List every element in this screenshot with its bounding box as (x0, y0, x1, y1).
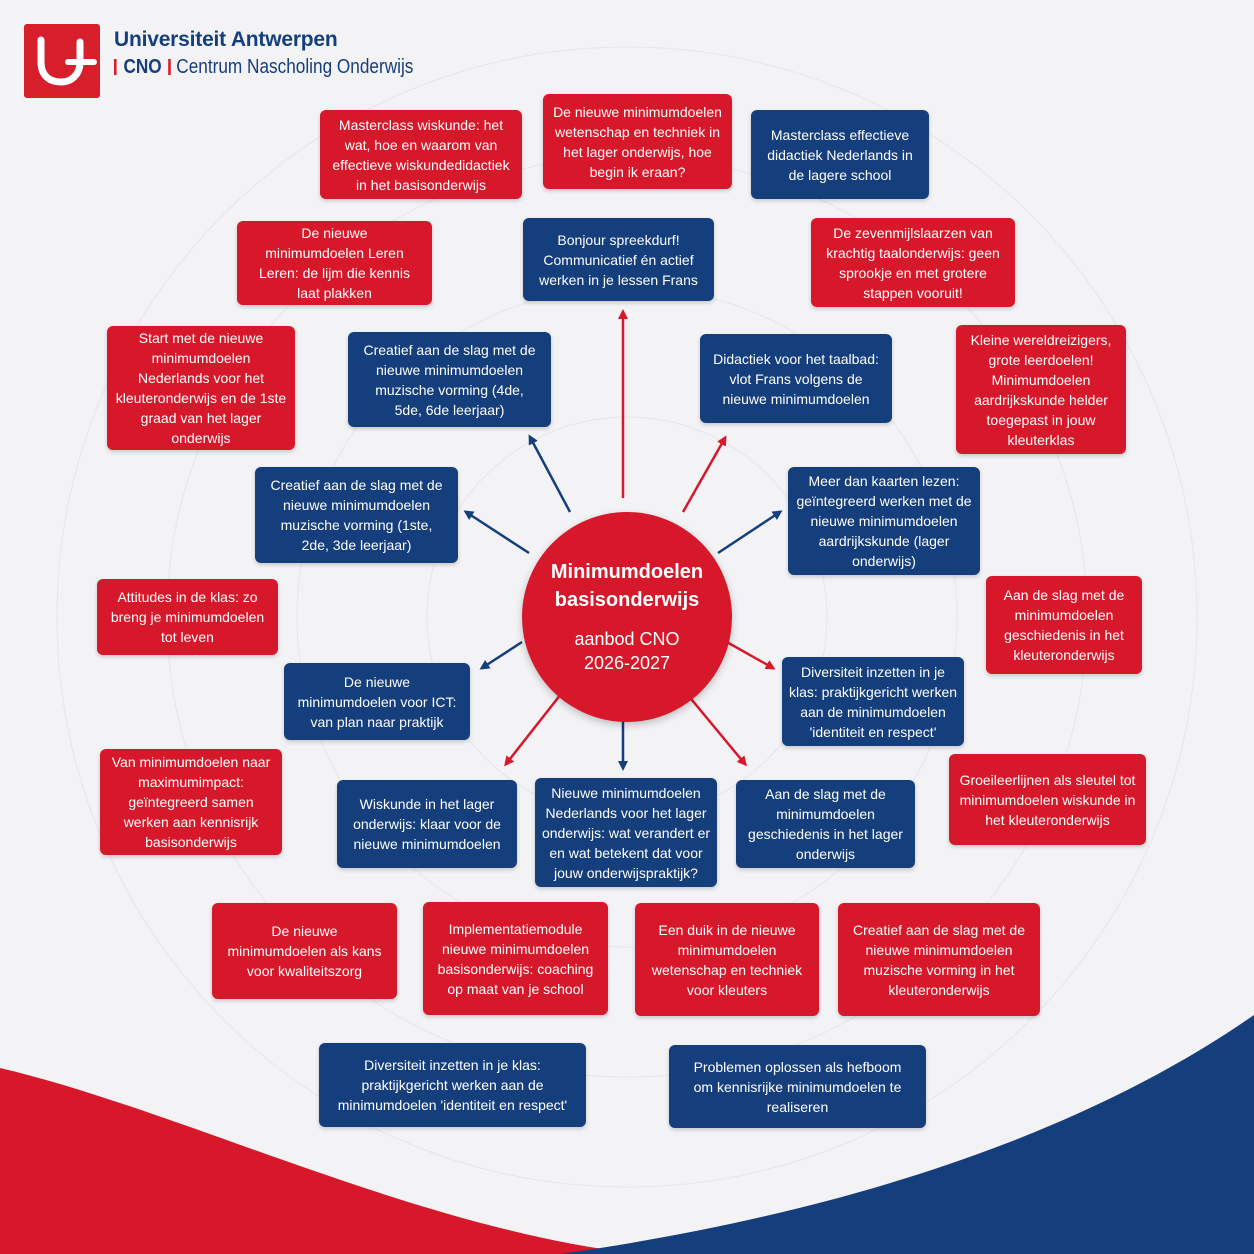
course-box-implementatiemodule[interactable]: Implementatiemodule nieuwe minimumdoelen… (423, 902, 608, 1015)
course-box-geschiedenis-lager[interactable]: Aan de slag met de minimumdoelen geschie… (736, 780, 915, 868)
course-box-problemen-oplossen[interactable]: Problemen oplossen als hefboom om kennis… (669, 1045, 926, 1128)
course-box-nederlands-lager[interactable]: Nieuwe minimumdoelen Nederlands voor het… (535, 778, 717, 887)
blue-wave (560, 1015, 1254, 1254)
course-box-muzische-456[interactable]: Creatief aan de slag met de nieuwe minim… (348, 332, 551, 427)
course-box-wetenschap-techniek-lager[interactable]: De nieuwe minimumdoelen wetenschap en te… (543, 94, 732, 189)
arrow-down-right (686, 693, 747, 767)
department-abbreviation: CNO (123, 56, 162, 78)
course-box-masterclass-nederlands[interactable]: Masterclass effectieve didactiek Nederla… (751, 110, 929, 199)
arrow-up-right (681, 435, 727, 513)
accent-bar (114, 59, 117, 75)
course-box-kwaliteitszorg[interactable]: De nieuwe minimumdoelen als kans voor kw… (212, 903, 397, 999)
course-box-muzische-kleuter[interactable]: Creatief aan de slag met de nieuwe minim… (838, 903, 1040, 1016)
red-wave (0, 1068, 640, 1254)
arrow-left-lower (479, 640, 523, 670)
arrow-left-upper (463, 510, 530, 555)
department-line: CNO Centrum Nascholing Onderwijs (114, 56, 413, 79)
course-box-ict[interactable]: De nieuwe minimumdoelen voor ICT: van pl… (284, 663, 470, 740)
university-name: Universiteit Antwerpen (114, 28, 338, 51)
course-box-masterclass-wiskunde[interactable]: Masterclass wiskunde: het wat, hoe en wa… (320, 110, 522, 199)
course-box-wiskunde-lager[interactable]: Wiskunde in het lager onderwijs: klaar v… (337, 780, 517, 868)
center-topic: Minimumdoelen basisonderwijs aanbod CNO … (522, 512, 732, 722)
course-box-kaarten-lezen[interactable]: Meer dan kaarten lezen: geïntegreerd wer… (788, 467, 980, 575)
arrow-right-upper (717, 510, 783, 555)
course-box-diversiteit-2[interactable]: Diversiteit inzetten in je klas: praktij… (319, 1043, 586, 1127)
course-box-taalbad-frans[interactable]: Didactiek voor het taalbad: vlot Frans v… (700, 334, 892, 423)
center-subtitle: aanbod CNO 2026-2027 (574, 629, 680, 673)
course-box-bonjour-spreekdurf[interactable]: Bonjour spreekdurf! Communicatief én act… (523, 218, 714, 301)
department-name: Centrum Nascholing Onderwijs (176, 56, 414, 78)
course-box-leren-leren[interactable]: De nieuwe minimumdoelen Leren Leren: de … (237, 221, 432, 305)
arrow-down-left (504, 693, 562, 767)
center-title: Minimumdoelen basisonderwijs (550, 561, 704, 611)
course-box-groeileerlijnen[interactable]: Groeileerlijnen als sleutel tot minimumd… (949, 754, 1146, 845)
course-box-maximumimpact[interactable]: Van minimumdoelen naar maximumimpact: ge… (100, 749, 282, 855)
course-box-geschiedenis-kleuter[interactable]: Aan de slag met de minimumdoelen geschie… (986, 576, 1142, 674)
university-logo[interactable] (24, 24, 100, 98)
logo-mark-icon (37, 36, 97, 86)
arrow-up-left (528, 434, 572, 513)
course-box-attitudes[interactable]: Attitudes in de klas: zo breng je minimu… (97, 579, 278, 655)
course-box-wetenschap-kleuters[interactable]: Een duik in de nieuwe minimumdoelen wete… (635, 903, 819, 1016)
accent-bar (168, 59, 172, 75)
arrow-right-lower (724, 639, 776, 670)
course-box-start-nederlands-kleuter[interactable]: Start met de nieuwe minimumdoelen Nederl… (107, 326, 295, 450)
course-box-muzische-123[interactable]: Creatief aan de slag met de nieuwe minim… (255, 467, 458, 563)
course-box-wereldreizigers[interactable]: Kleine wereldreizigers, grote leerdoelen… (956, 325, 1126, 454)
course-box-diversiteit-1[interactable]: Diversiteit inzetten in je klas: praktij… (782, 657, 964, 746)
course-box-zevenmijlslaarzen[interactable]: De zevenmijlslaarzen van krachtig taalon… (811, 218, 1015, 307)
